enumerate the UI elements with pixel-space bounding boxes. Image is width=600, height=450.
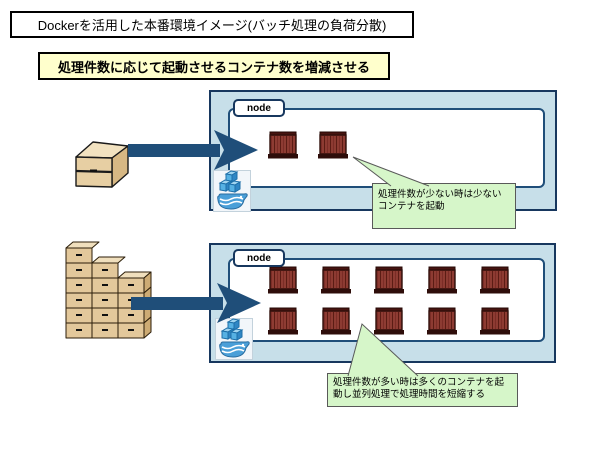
docker-badge bbox=[215, 318, 253, 365]
page-title: Dockerを活用した本番環境イメージ(バッチ処理の負荷分散) bbox=[37, 18, 387, 33]
arrow-right-icon bbox=[131, 283, 261, 323]
docker-logo-icon bbox=[215, 318, 253, 360]
callout-large: 処理件数が多い時は多くのコンテナを起 動し並列処理で処理時間を短縮する bbox=[327, 373, 518, 407]
container-icon bbox=[268, 266, 298, 294]
node-group-large: node bbox=[209, 243, 556, 363]
containers-grid-large bbox=[268, 266, 510, 335]
container-icon bbox=[268, 307, 298, 335]
container-icon bbox=[480, 307, 510, 335]
callout-text-line: 処理件数が多い時は多くのコンテナを起 bbox=[333, 377, 505, 388]
containers-grid-small bbox=[268, 131, 348, 159]
container-icon bbox=[318, 131, 348, 159]
callout-text-line: 処理件数が少ない時は少ない bbox=[378, 189, 502, 200]
title-box: Dockerを活用した本番環境イメージ(バッチ処理の負荷分散) bbox=[10, 11, 414, 38]
container-icon bbox=[321, 307, 351, 335]
container-icon bbox=[321, 266, 351, 294]
subtitle-text: 処理件数に応じて起動させるコンテナ数を増減させる bbox=[57, 59, 370, 75]
stacked-boxes-icon bbox=[65, 241, 152, 339]
callout-small: 処理件数が少ない時は少ない コンテナを起動 bbox=[372, 183, 516, 229]
node-label: node bbox=[247, 102, 271, 114]
callout-text-line: 動し並列処理で処理時間を短縮する bbox=[333, 388, 486, 400]
container-icon bbox=[374, 307, 404, 335]
container-icon bbox=[374, 266, 404, 294]
container-icon bbox=[427, 307, 457, 335]
callout-text-line: コンテナを起動 bbox=[378, 200, 445, 212]
container-icon bbox=[480, 266, 510, 294]
container-icon bbox=[427, 266, 457, 294]
docker-badge bbox=[213, 170, 251, 217]
node-tab: node bbox=[233, 99, 285, 117]
container-icon bbox=[268, 131, 298, 159]
node-label: node bbox=[247, 252, 271, 264]
subtitle-banner: 処理件数に応じて起動させるコンテナ数を増減させる bbox=[38, 52, 390, 80]
arrow-right-icon bbox=[128, 130, 258, 170]
node-tab: node bbox=[233, 249, 285, 267]
cardboard-box-icon bbox=[75, 141, 129, 188]
docker-logo-icon bbox=[213, 170, 251, 212]
